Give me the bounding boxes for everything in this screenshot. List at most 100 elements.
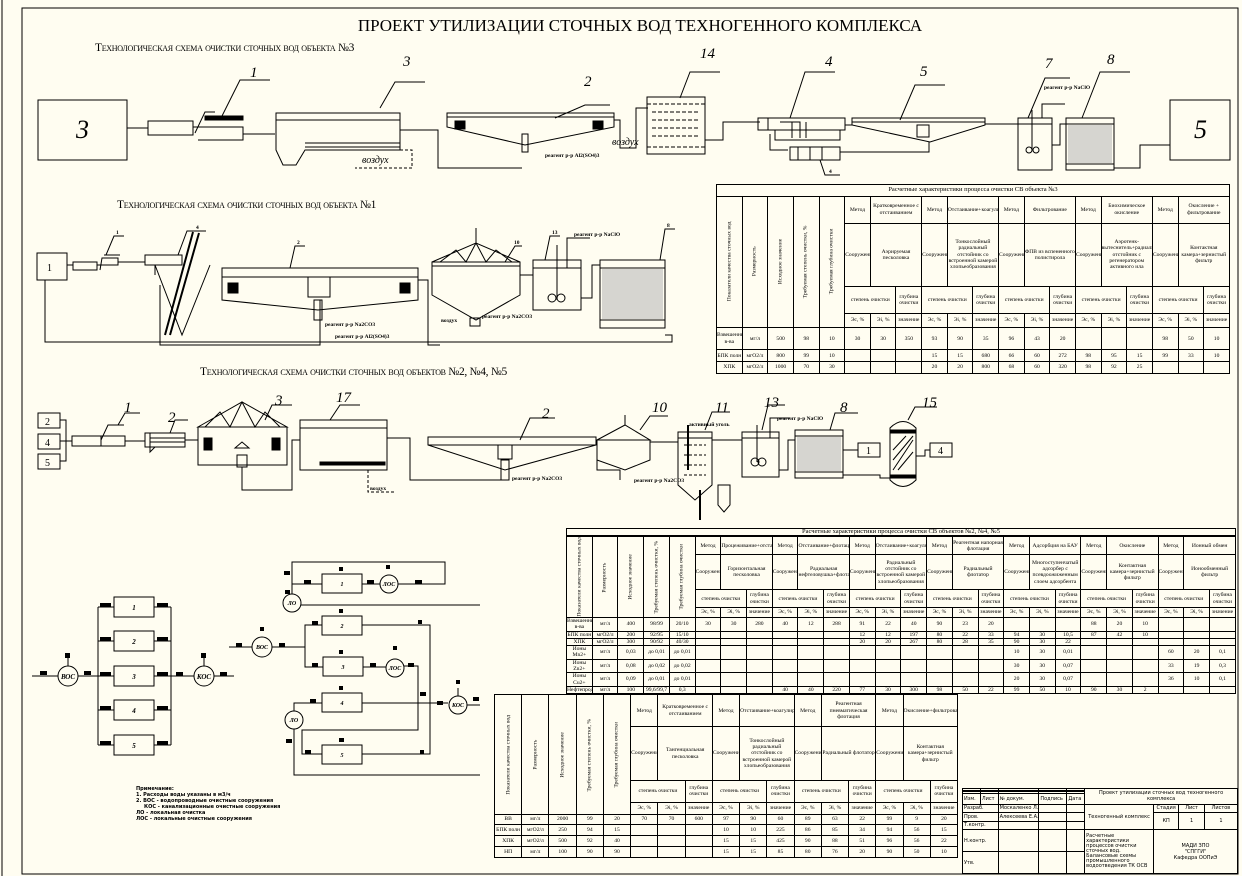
value-cell: 0,3 [668,685,696,695]
value-cell: 0,03 [617,645,645,660]
value-cell [1203,361,1230,374]
value-cell [694,637,722,647]
value-cell [1208,637,1237,647]
value-cell: 56 [902,824,931,837]
subcolumn-header: Эі, % [946,312,974,329]
value-cell: 70 [630,813,659,826]
callout-label: 10 [514,240,520,246]
source-label: 3 [75,115,89,144]
air-line [367,470,395,493]
value-cell: 1000 [767,361,794,374]
value-cell [1183,637,1210,647]
characteristics-table: Расчетные характеристики процесса очистк… [716,184,1231,374]
facility-name: Радиальный флотатор [820,726,877,781]
subcolumn-header: Эс, % [998,312,1025,329]
facility-name: Горизонтальная песколовка [720,554,773,591]
value-cell: 89 [793,813,822,826]
depth-label: глубина очистки [1049,286,1076,314]
subcolumn-header: Эі, % [739,801,768,815]
scheme-title: Технологическая схема очистки сточных во… [95,42,355,54]
value-cell [694,672,722,687]
value-cell: 20 [1003,672,1030,687]
facility-label: Сооружение [1151,222,1179,288]
facility-label: Сооружение [1003,554,1030,591]
callout-label: 13 [764,395,779,411]
facility-label: Сооружение [694,554,722,591]
role-cell: Разраб. [962,803,999,814]
pipe [705,121,760,141]
pipe [241,439,300,491]
subcolumn-header: Эі, % [657,801,686,815]
value-cell: 350 [895,327,923,351]
value-cell: 267 [900,637,928,647]
value-cell: 34 [848,824,877,837]
method-name: Ионный обмен [1183,536,1236,556]
method-label: Метод [926,536,953,556]
column-header: Требуемая глубина очистки [603,694,631,815]
method-name: Отстаивание+коагулирование [946,195,1000,224]
value-cell: 60 [766,813,795,826]
value-cell: 76 [820,846,850,858]
balance-scheme-parallel: ВОС КОС 1 2 3 4 5 [32,596,234,756]
callout-label: 1 [250,65,258,81]
block-label: 1 [341,582,344,588]
value-cell: 425 [766,835,795,848]
value-cell: 28 [951,637,979,647]
value-cell: 60 [1023,349,1051,363]
biofilter [646,96,706,155]
scheme-object-3: Технологическая схема очистки сточных во… [37,42,1231,176]
value-cell [1080,645,1108,660]
facility-name: Контактная камера+зернистый фильтр [1177,222,1231,288]
table-row: Взвешенные в-вамг/л40098/9920/1030302804… [566,616,1237,632]
reagent-label: реагент р-р Na2CO3 [325,322,375,328]
value-cell: 22 [874,616,902,632]
node-label: ВОС [255,645,269,651]
facility-label: Сооружение [848,554,876,591]
subcolumn-header: Эі, % [720,607,748,618]
method-name: Окисление+фильтрование [902,693,959,728]
pipe [418,279,440,346]
node-label: ЛО [289,718,299,724]
aerated-sand-trap [275,112,413,169]
method-name: Отстаивание+коагуляция [874,536,928,556]
callout-label: 8 [667,223,670,229]
value-cell [1080,658,1108,674]
value-cell: 20 [929,813,959,826]
value-cell [684,835,713,848]
clarifier [596,415,652,471]
oil-trap [196,400,289,468]
source-label: 1 [47,263,52,274]
value-cell [771,658,799,674]
column-header: Исходное значение [548,694,577,815]
value-cell [1080,672,1108,687]
subcolumn-header: Эі, % [951,607,979,618]
value-cell: 22 [848,813,877,826]
value-cell: 15 [739,846,768,858]
callout-label: 3 [274,393,283,409]
subcolumn-header: значение [746,607,773,618]
facility-name: Тонкослойный радиальный отстойник со вст… [739,726,795,781]
column-header: Требуемая глубина очистки [669,536,696,618]
value-cell [797,645,825,660]
value-cell: 0,01 [1054,645,1082,660]
air-label: воздух [370,486,386,492]
value-cell: 20 [1183,645,1210,660]
value-cell: 12 [874,630,902,639]
scheme-objects-2-4-5: Технологическая схема очистки сточных во… [37,366,953,520]
table-row: Нефтепродуктымг/л10099,6/99,70,340402207… [566,685,1237,695]
reagent-label: реагент р-р NaClO [777,416,824,422]
pipe [916,449,930,457]
scheme-title: Технологическая схема очистки сточных во… [117,199,377,211]
org-line: "СПГГИ" [1184,848,1207,855]
value-cell: до 0,01 [643,672,670,687]
value-cell: 77 [848,685,876,695]
depth-label: глубина очистки [977,589,1005,609]
facility-label: Сооружение [926,554,953,591]
degree-label: степень очистки [1080,589,1133,609]
value-cell: 88 [1080,616,1108,632]
